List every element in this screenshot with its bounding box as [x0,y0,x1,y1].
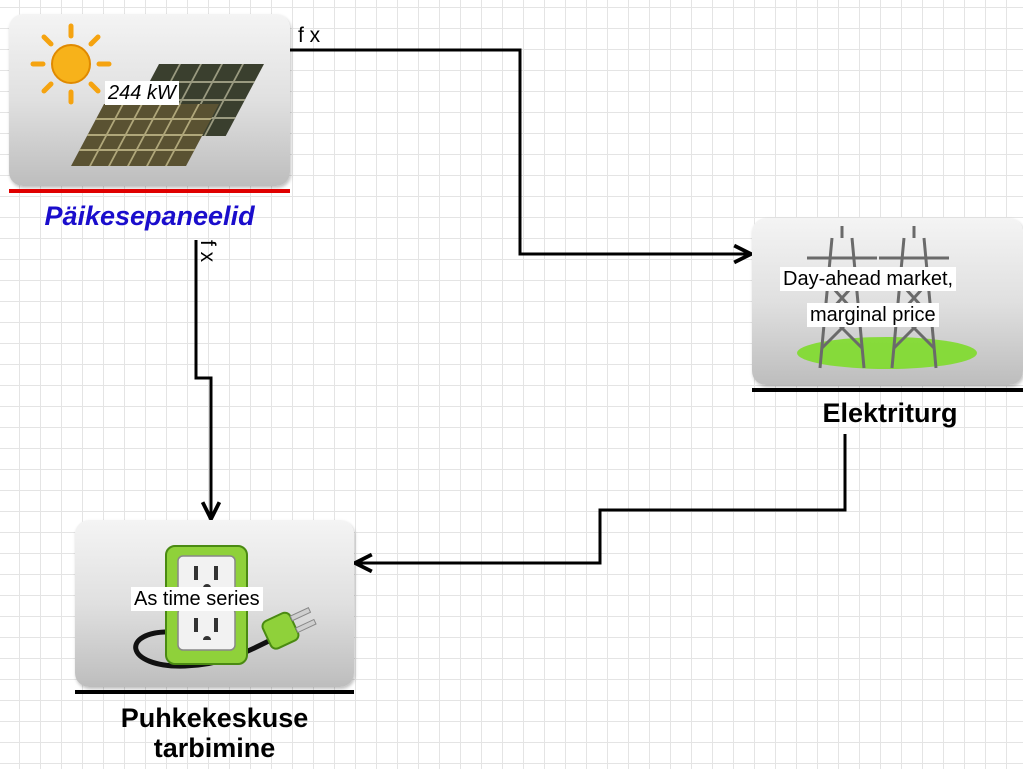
node-consumption-title-line2: tarbimine [75,733,354,763]
connector-label-solar-grid: f x [298,25,320,47]
node-solar-panels[interactable]: 244 kW [9,14,290,186]
power-tower-icon [752,218,1023,385]
connector-grid-to-load[interactable] [355,434,845,563]
node-market-title[interactable]: Elektriturg [752,398,1023,428]
node-market-underline [752,388,1023,392]
node-consumption-description: As time series [131,587,263,611]
connector-label-solar-load: f x [196,240,218,262]
node-solar-underline [9,189,290,193]
node-consumption-underline [75,690,354,694]
node-solar-title[interactable]: Päikesepaneelid [9,201,290,231]
node-market-description-line1: Day-ahead market, [780,267,956,291]
node-solar-capacity-tag: 244 kW [105,81,179,105]
connector-solar-to-grid[interactable] [290,50,751,254]
node-market-description-line2: marginal price [807,303,939,327]
connector-solar-to-load[interactable] [196,240,211,519]
node-consumption-title-line1: Puhkekeskuse [75,703,354,733]
node-electricity-market[interactable]: Day-ahead market, marginal price [752,218,1023,385]
node-consumption-title[interactable]: Puhkekeskuse tarbimine [75,703,354,763]
node-resort-consumption[interactable]: As time series [75,520,354,687]
